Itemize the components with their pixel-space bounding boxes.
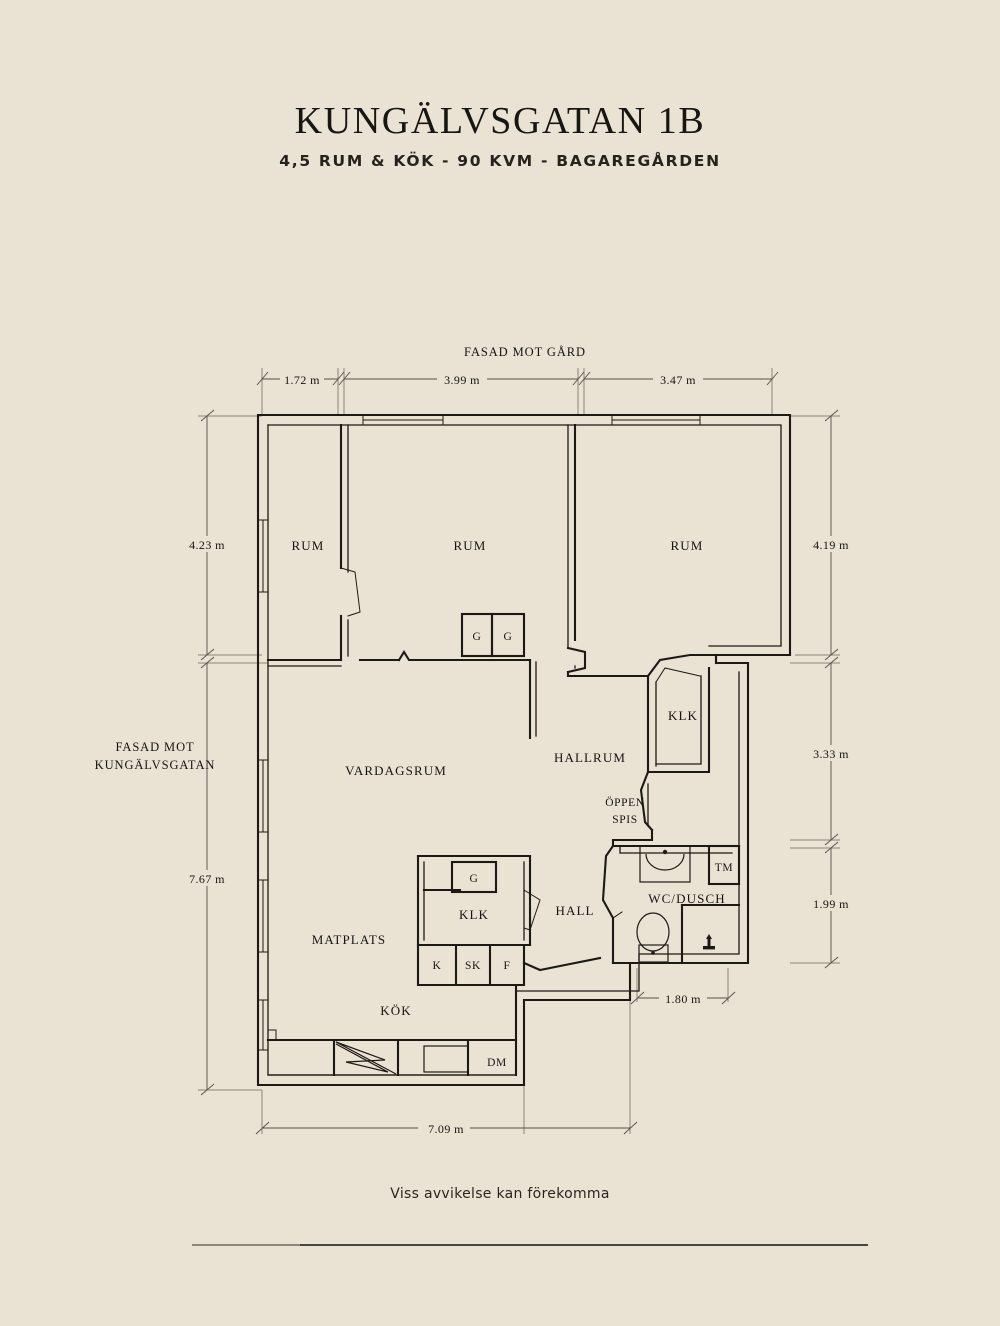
fixture-label-f: F [504, 960, 511, 972]
room-label-vardagsrum: VARDAGSRUM [345, 763, 447, 778]
room-label-hall: HALL [555, 903, 594, 918]
fireplace-label-line1: ÖPPEN [605, 795, 645, 809]
room-label-klk-hall: KLK [668, 708, 698, 723]
room-label-kok: KÖK [380, 1003, 411, 1018]
fixture-label-g2: G [504, 631, 513, 643]
room-label-rum-right: RUM [671, 538, 704, 553]
sink-icon [639, 845, 691, 883]
facade-left-label-line1: FASAD MOT [115, 740, 194, 754]
shower-drain-icon [703, 934, 715, 950]
fixture-label-sk: SK [465, 960, 481, 972]
dimension-lines-top [256, 368, 779, 416]
facade-top-label: FASAD MOT GÅRD [464, 345, 586, 359]
page-subtitle: 4,5 RUM & KÖK - 90 KVM - BAGAREGÅRDEN [279, 152, 721, 170]
disclaimer-note: Viss avvikelse kan förekomma [390, 1186, 610, 1202]
dimension-lines-left [186, 409, 268, 1096]
bathroom-fixtures [636, 844, 741, 965]
toilet-icon [636, 912, 670, 963]
dim-left-1: 4.23 m [189, 538, 225, 552]
wardrobes [450, 612, 526, 894]
interior-walls [266, 423, 741, 1077]
dim-top-2: 3.99 m [444, 373, 480, 387]
dim-right-1: 4.19 m [813, 538, 849, 552]
dim-left-2: 7.67 m [189, 872, 225, 886]
dimension-lines-right [790, 409, 852, 969]
dim-right-3: 1.99 m [813, 897, 849, 911]
dim-top-3: 3.47 m [660, 373, 696, 387]
windows [257, 414, 791, 1051]
facade-left-label-line2: KUNGÄLVSGATAN [95, 758, 216, 772]
dimension-line-bottom [255, 1000, 638, 1136]
fixture-label-k: K [433, 960, 442, 972]
fireplace-label-line2: SPIS [612, 814, 637, 826]
fixture-label-dm: DM [487, 1057, 507, 1069]
room-label-klk-kitchen: KLK [459, 907, 489, 922]
room-label-wc-dusch: WC/DUSCH [648, 891, 725, 906]
fixture-label-tm: TM [715, 862, 733, 874]
room-label-rum-left: RUM [292, 538, 325, 553]
dim-bath-width: 1.80 m [665, 992, 701, 1006]
dim-top-1: 1.72 m [284, 373, 320, 387]
page-title: KUNGÄLVSGATAN 1B [294, 100, 706, 142]
dim-bottom-1: 7.09 m [428, 1122, 464, 1136]
room-label-matplats: MATPLATS [312, 932, 387, 947]
dim-right-2: 3.33 m [813, 747, 849, 761]
fixture-label-g1: G [473, 631, 482, 643]
room-label-rum-center: RUM [454, 538, 487, 553]
fixture-label-g3: G [470, 873, 479, 885]
room-label-hallrum: HALLRUM [554, 750, 626, 765]
dimension-line-bath [630, 968, 736, 1006]
